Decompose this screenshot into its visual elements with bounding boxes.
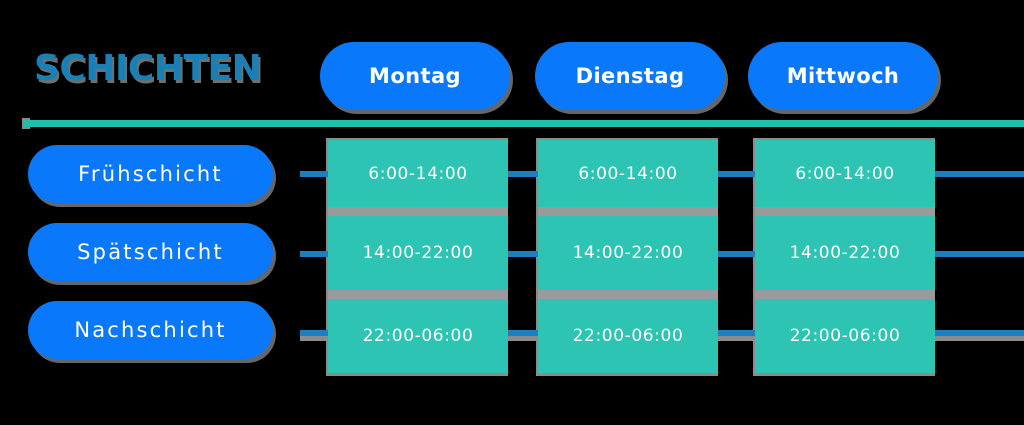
- row-separator: [328, 207, 508, 216]
- row-connector-left: [300, 330, 328, 336]
- row-connector-right: [935, 251, 1024, 257]
- row-connector-right: [935, 330, 1024, 336]
- schedule-cell[interactable]: 14:00-22:00: [755, 216, 935, 290]
- schedule-cell[interactable]: 14:00-22:00: [328, 216, 508, 290]
- row-connector-left-shadow: [300, 336, 328, 341]
- column-header-label: Dienstag: [575, 64, 685, 88]
- row-connector-gap: [718, 330, 755, 336]
- column-header-mittwoch[interactable]: Mittwoch: [748, 42, 938, 110]
- schedule-cell[interactable]: 22:00-06:00: [538, 299, 718, 373]
- row-header-fruehschicht[interactable]: Frühschicht: [28, 145, 273, 203]
- schedule-cell[interactable]: 6:00-14:00: [538, 140, 718, 207]
- row-connector-gap-shadow: [508, 336, 538, 341]
- row-connector-right-shadow: [935, 336, 1024, 341]
- column-header-montag[interactable]: Montag: [320, 42, 510, 110]
- row-connector-gap: [718, 171, 755, 177]
- row-connector-gap-shadow: [718, 336, 755, 341]
- row-connector-left: [300, 251, 328, 257]
- schedule-cell[interactable]: 6:00-14:00: [755, 140, 935, 207]
- row-header-spaetschicht[interactable]: Spätschicht: [28, 223, 273, 281]
- schedule-cell[interactable]: 22:00-06:00: [755, 299, 935, 373]
- row-connector-right: [935, 171, 1024, 177]
- column-header-label: Mittwoch: [786, 64, 900, 88]
- row-header-nachschicht[interactable]: Nachschicht: [28, 301, 273, 359]
- row-separator: [755, 290, 935, 299]
- row-connector-gap: [508, 330, 538, 336]
- row-connector-gap: [718, 251, 755, 257]
- schedule-cell[interactable]: 14:00-22:00: [538, 216, 718, 290]
- row-connector-left: [300, 171, 328, 177]
- schedule-cell[interactable]: 6:00-14:00: [328, 140, 508, 207]
- row-header-label: Nachschicht: [74, 318, 227, 342]
- column-header-dienstag[interactable]: Dienstag: [535, 42, 725, 110]
- row-separator: [755, 207, 935, 216]
- row-connector-gap: [508, 171, 538, 177]
- row-header-label: Frühschicht: [78, 162, 223, 186]
- row-header-label: Spätschicht: [77, 240, 224, 264]
- schedule-cell[interactable]: 22:00-06:00: [328, 299, 508, 373]
- row-separator: [538, 207, 718, 216]
- row-separator: [328, 290, 508, 299]
- row-connector-gap: [508, 251, 538, 257]
- row-separator: [538, 290, 718, 299]
- page-title: SCHICHTEN: [34, 48, 262, 89]
- column-header-label: Montag: [369, 64, 461, 88]
- header-divider: [24, 120, 1024, 127]
